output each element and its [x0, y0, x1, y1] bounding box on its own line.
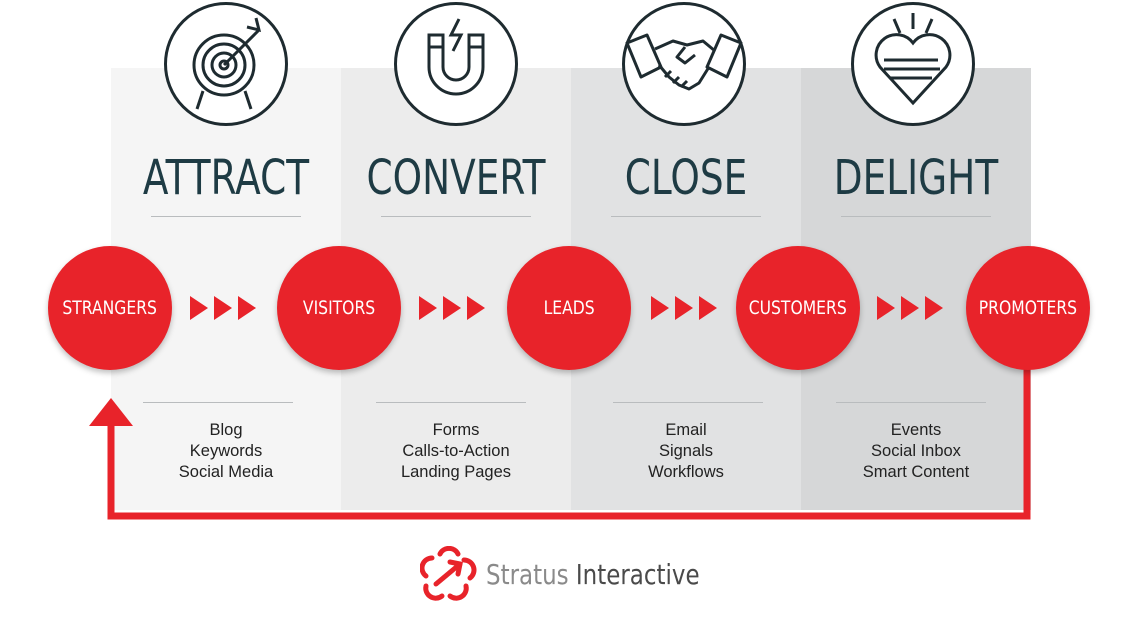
brand-name-part2: Interactive: [575, 557, 700, 591]
node-label: CUSTOMERS: [749, 297, 847, 319]
divider: [611, 216, 761, 217]
tool-item: Blog: [209, 421, 243, 439]
flow-arrows-icon: [877, 294, 945, 322]
node-visitors: VISITORS: [277, 246, 401, 370]
node-label: PROMOTERS: [978, 297, 1078, 319]
tool-item: Workflows: [648, 463, 724, 481]
node-label: LEADS: [543, 297, 595, 319]
handshake-icon: [622, 2, 746, 126]
tool-item: Forms: [432, 421, 480, 439]
divider: [143, 402, 293, 403]
flow-arrows-icon: [190, 294, 258, 322]
tool-item: Social Inbox: [871, 442, 961, 460]
tool-item: Events: [890, 421, 942, 439]
node-label: VISITORS: [302, 297, 376, 319]
magnet-icon: [394, 2, 518, 126]
stage-title-attract: ATTRACT: [142, 150, 310, 206]
target-arrow-icon: [164, 2, 288, 126]
flow-arrows-icon: [651, 294, 719, 322]
node-strangers: STRANGERS: [48, 246, 172, 370]
tool-item: Smart Content: [862, 463, 970, 481]
divider: [151, 216, 301, 217]
node-label: STRANGERS: [62, 297, 158, 319]
heart-icon: [851, 2, 975, 126]
stage-title-delight: DELIGHT: [833, 150, 999, 206]
node-promoters: PROMOTERS: [966, 246, 1090, 370]
tools-list-convert: Forms Calls-to-Action Landing Pages: [341, 420, 571, 483]
tool-item: Email: [665, 421, 707, 439]
tool-item: Keywords: [189, 442, 263, 460]
divider: [381, 216, 531, 217]
stage-title-convert: CONVERT: [366, 150, 546, 206]
divider: [613, 402, 763, 403]
tool-item: Landing Pages: [400, 463, 512, 481]
tool-item: Calls-to-Action: [402, 442, 510, 460]
brand-name: Stratus Interactive: [486, 558, 700, 591]
brand-name-part1: Stratus: [486, 557, 569, 591]
stage-title-close: CLOSE: [624, 150, 748, 206]
divider: [841, 216, 991, 217]
tools-list-close: Email Signals Workflows: [571, 420, 801, 483]
node-customers: CUSTOMERS: [736, 246, 860, 370]
tools-list-delight: Events Social Inbox Smart Content: [801, 420, 1031, 483]
tool-item: Social Media: [178, 463, 274, 481]
tool-item: Signals: [658, 442, 714, 460]
node-leads: LEADS: [507, 246, 631, 370]
stratus-logo-icon: [420, 546, 477, 601]
flow-arrows-icon: [419, 294, 487, 322]
brand-logo: Stratus Interactive: [420, 546, 746, 602]
tools-list-attract: Blog Keywords Social Media: [111, 420, 341, 483]
divider: [836, 402, 986, 403]
divider: [376, 402, 526, 403]
